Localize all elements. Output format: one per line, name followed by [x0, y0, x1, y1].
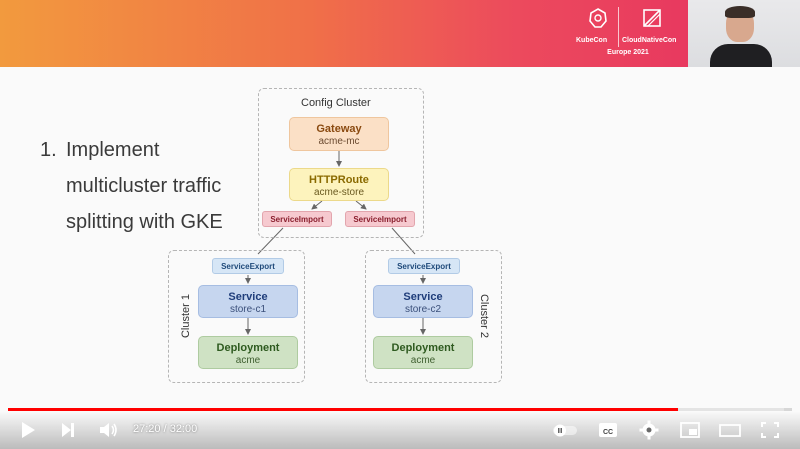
svg-text:CC: CC	[603, 429, 613, 436]
gateway-node: Gateway acme-mc	[289, 117, 389, 151]
cluster-1-deployment-node: Deployment acme	[198, 336, 298, 369]
cluster-2-box	[365, 250, 502, 383]
fullscreen-button[interactable]	[758, 419, 782, 441]
cluster-1-service-node: Service store-c1	[198, 285, 298, 318]
cluster-1-service-title: Service	[228, 291, 268, 303]
kubecon-label: KubeCon	[576, 37, 608, 44]
cluster-1-deployment-title: Deployment	[216, 342, 280, 354]
slide-title-line-2: multicluster traffic	[66, 175, 222, 197]
cluster-2-deployment-subtitle: acme	[410, 355, 436, 366]
next-button[interactable]	[56, 419, 80, 441]
conference-banner: KubeCon CloudNativeCon Europe 2021	[0, 0, 688, 67]
cluster-2-deployment-title: Deployment	[391, 342, 455, 354]
cluster-1-label: Cluster 1	[180, 293, 192, 339]
volume-button[interactable]	[96, 419, 120, 441]
progress-bar[interactable]	[8, 408, 792, 411]
speaker-webcam	[688, 0, 800, 67]
time-display: 27:20 / 32:00	[133, 423, 198, 435]
config-cluster-box	[258, 88, 424, 238]
captions-icon: CC	[599, 423, 617, 437]
cluster-2-label: Cluster 2	[478, 293, 490, 339]
cluster-1-service-export: ServiceExport	[212, 258, 284, 274]
httproute-title: HTTPRoute	[309, 174, 369, 186]
cluster-2-service-node: Service store-c2	[373, 285, 473, 318]
httproute-node: HTTPRoute acme-store	[289, 168, 389, 201]
slide-item-number: 1.	[40, 139, 57, 161]
cluster-1-service-subtitle: store-c1	[229, 304, 267, 315]
config-cluster-label: Config Cluster	[301, 97, 371, 109]
settings-button[interactable]	[637, 419, 661, 441]
cluster-1-deployment-subtitle: acme	[235, 355, 261, 366]
miniplayer-button[interactable]	[678, 419, 702, 441]
cluster-2-service-subtitle: store-c2	[404, 304, 442, 315]
theater-button[interactable]	[718, 419, 742, 441]
fullscreen-icon	[761, 422, 779, 438]
cluster-1-box	[168, 250, 305, 383]
speaker-body	[710, 44, 772, 67]
slide-title-line-1: Implement	[66, 139, 160, 161]
player-controls: 27:20 / 32:00 CC	[0, 411, 800, 449]
slide-title-line-3: splitting with GKE	[66, 211, 223, 233]
cloudnativecon-label: CloudNativeCon	[622, 37, 677, 44]
cluster-2-service-export: ServiceExport	[388, 258, 460, 274]
httproute-subtitle: acme-store	[313, 187, 364, 198]
service-import-right: ServiceImport	[345, 211, 415, 227]
event-label: Europe 2021	[607, 49, 649, 56]
progress-buffered	[677, 408, 785, 411]
gateway-title: Gateway	[316, 123, 362, 135]
play-button[interactable]	[16, 419, 40, 441]
logo-divider	[618, 7, 619, 47]
captions-button[interactable]: CC	[596, 419, 620, 441]
cluster-2-service-title: Service	[403, 291, 443, 303]
play-icon	[22, 422, 35, 438]
theater-icon	[719, 424, 741, 437]
cluster-2-deployment-node: Deployment acme	[373, 336, 473, 369]
kubecon-icon	[589, 8, 607, 28]
volume-icon	[100, 423, 117, 437]
slide-title: 1. Implement multicluster traffic splitt…	[40, 132, 260, 240]
gateway-subtitle: acme-mc	[318, 136, 360, 147]
miniplayer-icon	[680, 422, 700, 438]
conference-logo: KubeCon CloudNativeCon Europe 2021	[572, 5, 684, 61]
next-icon	[62, 423, 74, 437]
service-import-left: ServiceImport	[262, 211, 332, 227]
speaker-hair	[725, 6, 755, 18]
settings-icon	[639, 420, 659, 440]
progress-played	[8, 408, 678, 411]
cloudnativecon-icon	[643, 9, 661, 27]
autoplay-toggle[interactable]	[550, 419, 580, 441]
autoplay-toggle-icon	[553, 424, 577, 437]
